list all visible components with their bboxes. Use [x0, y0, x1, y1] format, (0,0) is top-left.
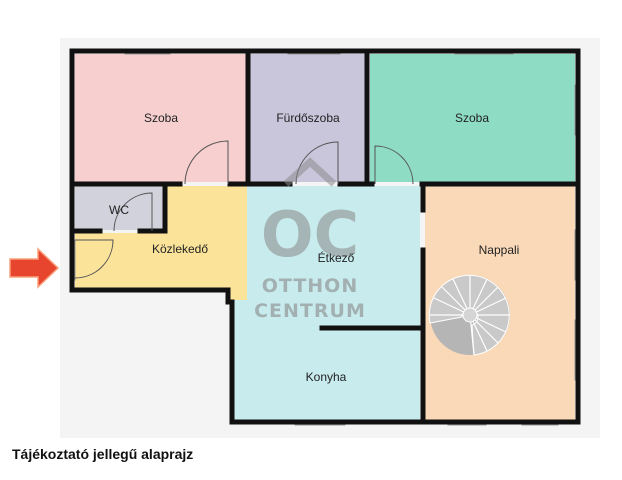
floor-plan-caption: Tájékoztató jellegű alaprajz	[12, 446, 194, 462]
watermark-line1: OTTHON	[262, 275, 358, 297]
house-roof-icon	[283, 157, 337, 187]
spiral-stair-icon	[428, 274, 510, 356]
label-nappali: Nappali	[479, 243, 520, 257]
room-kozlekedo	[75, 186, 247, 300]
label-etkezo: Étkező	[318, 250, 355, 265]
label-szoba-right: Szoba	[455, 111, 489, 125]
walls	[69, 48, 581, 425]
room-szoba-left	[75, 54, 247, 182]
label-konyha: Konyha	[306, 370, 347, 384]
label-wc: WC	[109, 203, 129, 217]
label-furdoszoba: Fürdőszoba	[276, 111, 340, 125]
watermark-logo: OC	[261, 198, 359, 271]
label-kozlekedo: Közlekedő	[152, 242, 208, 256]
label-szoba-left: Szoba	[144, 111, 178, 125]
room-szoba-right	[370, 54, 575, 182]
entrance-arrow-icon	[9, 247, 60, 289]
floor-plan: OC OTTHON CENTRUM Szoba Fürdőszoba Szoba…	[9, 38, 600, 438]
watermark-line2: CENTRUM	[254, 300, 366, 322]
room-etkezo-konyha	[234, 186, 420, 420]
doors	[74, 140, 414, 279]
otthon-centrum-watermark: OC OTTHON CENTRUM	[254, 157, 366, 322]
